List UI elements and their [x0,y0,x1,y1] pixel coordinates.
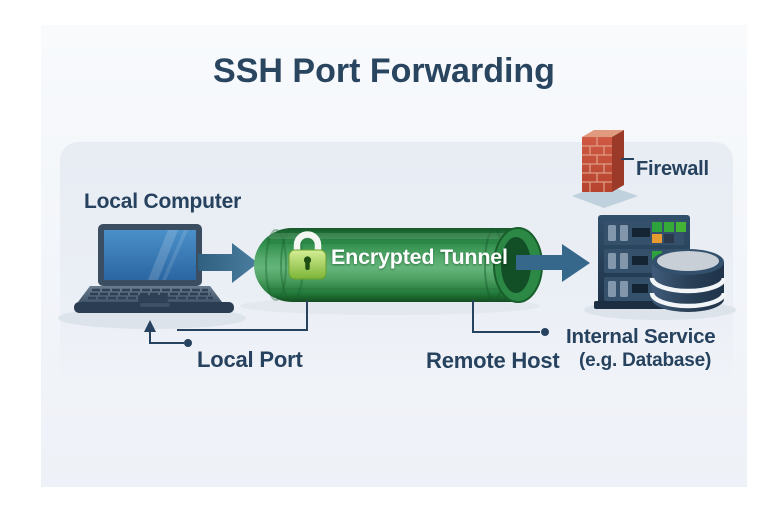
brick-wall-icon [572,130,638,208]
local-port-connector [177,300,308,331]
server-unit [604,221,686,245]
laptop-base [74,302,234,313]
local-computer-label: Local Computer [84,190,242,213]
encrypted-tunnel-label: Encrypted Tunnel [331,245,508,269]
lock-shackle [293,231,322,256]
local-port-label: Local Port [197,347,303,372]
brick-side-face [612,130,624,192]
laptop-touchpad [138,295,168,302]
up-arrowhead [144,320,156,332]
database-icon [649,249,727,312]
brick-top-face [582,130,624,137]
remote-host-connector [472,300,540,333]
server-icon [594,215,694,309]
callout-lines [144,300,549,347]
arrow-tunnel-to-server [516,244,590,282]
database-body [652,262,724,312]
remote-host-label: Remote Host [426,348,560,373]
laptop-icon [74,224,234,313]
lock-icon [288,231,327,280]
firewall-label: Firewall [636,158,709,180]
internal-service-label: Internal Service [566,325,716,348]
internal-service-sublabel: (e.g. Database) [579,350,712,371]
arrow-local-to-tunnel [198,243,258,283]
database-top [657,251,719,271]
laptop-screen [104,230,196,280]
local-port-elbow [149,329,184,344]
remote-host-dot [541,328,549,336]
local-port-dot [184,339,192,347]
page-title: SSH Port Forwarding [213,52,555,90]
